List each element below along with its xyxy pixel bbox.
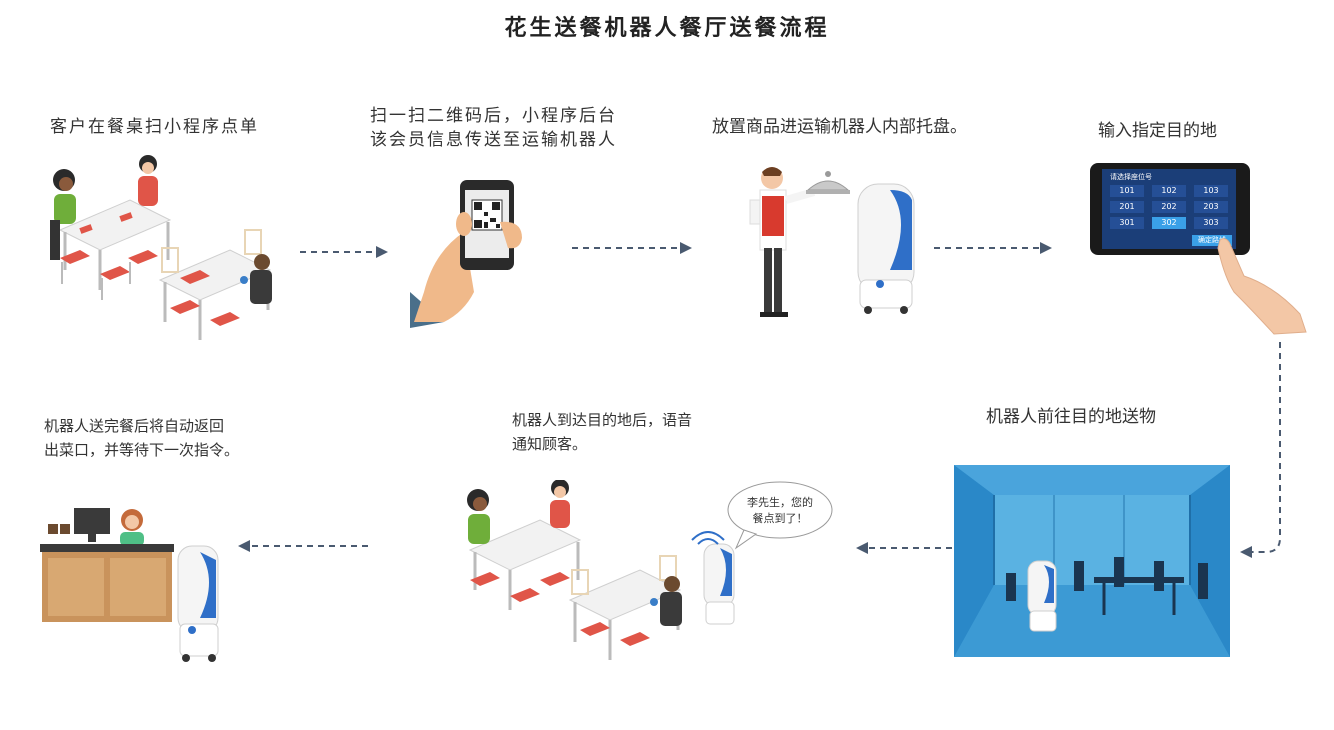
seat-button[interactable]: 203 xyxy=(1194,201,1228,213)
step7-label-line2: 出菜口，并等待下一次指令。 xyxy=(44,441,240,459)
robot-icon xyxy=(703,543,735,625)
arrow-step4-to-step5 xyxy=(1240,342,1281,558)
pointing-hand-icon xyxy=(1217,238,1307,335)
robot-icon xyxy=(1027,560,1057,632)
arrow-step6-to-step7 xyxy=(238,540,368,552)
confirm-route-button[interactable]: 确定路线 xyxy=(1192,235,1232,246)
step6-label-line1: 机器人到达目的地后，语音 xyxy=(512,411,693,429)
phone-qr-illustration xyxy=(410,180,522,328)
serving-counter-illustration xyxy=(40,508,219,662)
arrow-step3-to-step4 xyxy=(934,242,1052,254)
waiter-robot-illustration xyxy=(749,167,915,317)
seat-button[interactable]: 103 xyxy=(1194,185,1228,197)
step2-label-line2: 该会员信息传送至运输机器人 xyxy=(370,130,617,150)
seat-button-selected[interactable]: 302 xyxy=(1152,217,1186,229)
step6-label-line2: 通知顾客。 xyxy=(512,435,588,453)
qr-code-icon xyxy=(471,199,503,231)
step1-label: 客户在餐桌扫小程序点单 xyxy=(50,117,259,137)
arrow-step5-to-step6 xyxy=(856,542,952,554)
step2-label-line1: 扫一扫二维码后，小程序后台 xyxy=(370,106,617,126)
step4-label: 输入指定目的地 xyxy=(1098,121,1217,141)
seat-button[interactable]: 301 xyxy=(1110,217,1144,229)
seat-button[interactable]: 102 xyxy=(1152,185,1186,197)
seat-button[interactable]: 303 xyxy=(1194,217,1228,229)
seat-button[interactable]: 101 xyxy=(1110,185,1144,197)
speech-bubble-line1: 李先生，您的 xyxy=(747,495,813,509)
seat-button[interactable]: 202 xyxy=(1152,201,1186,213)
step7-label-line1: 机器人送完餐后将自动返回 xyxy=(44,417,225,435)
delivery-arrival-illustration xyxy=(467,480,735,660)
step5-label: 机器人前往目的地送物 xyxy=(986,407,1156,427)
arrow-step2-to-step3 xyxy=(572,242,692,254)
robot-icon xyxy=(857,183,915,314)
speech-bubble-line2: 餐点到了！ xyxy=(753,511,808,525)
sound-waves-icon xyxy=(691,531,725,545)
tablet-header: 请选择座位号 xyxy=(1110,173,1152,181)
speech-bubble: 李先生，您的 餐点到了！ xyxy=(727,481,833,550)
page-title: 花生送餐机器人餐厅送餐流程 xyxy=(504,16,830,41)
seat-grid: 101 102 103 201 202 203 301 302 303 xyxy=(1110,185,1230,229)
arrow-step1-to-step2 xyxy=(300,246,388,258)
step3-label: 放置商品进运输机器人内部托盘。 xyxy=(712,117,967,137)
restaurant-tables-illustration xyxy=(50,155,272,340)
dining-room-illustration xyxy=(954,465,1230,657)
seat-button[interactable]: 201 xyxy=(1110,201,1144,213)
robot-icon xyxy=(177,545,219,662)
tablet-screen: 请选择座位号 101 102 103 201 202 203 301 302 3… xyxy=(1102,169,1236,249)
